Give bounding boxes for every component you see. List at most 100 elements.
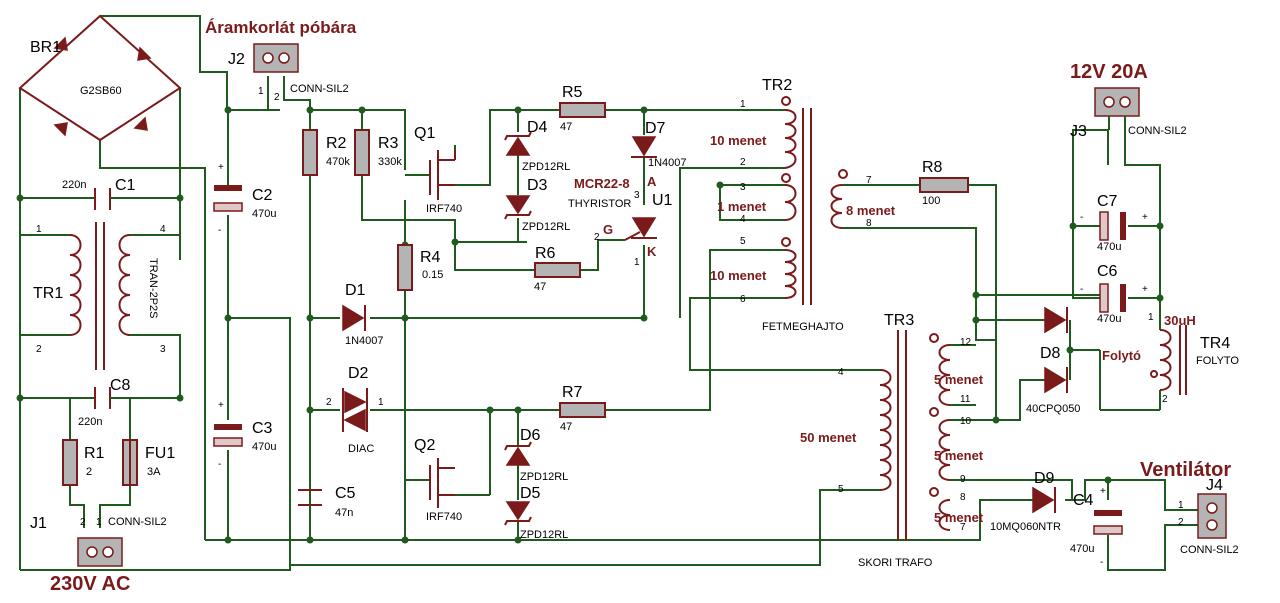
svg-text:D2: D2 [348, 365, 369, 382]
svg-text:D3: D3 [527, 177, 548, 194]
svg-text:100: 100 [922, 195, 940, 207]
svg-text:2: 2 [80, 517, 86, 528]
diode-d9: D9 10MQ060NTR [990, 470, 1061, 533]
svg-text:C5: C5 [335, 485, 356, 502]
svg-text:5: 5 [838, 484, 844, 495]
svg-text:D1: D1 [345, 282, 366, 299]
current-limit-label: Áramkorlát póbára [205, 18, 357, 37]
fu1-value: 3A [147, 466, 161, 478]
svg-text:5: 5 [740, 236, 746, 247]
svg-text:ZPD12RL: ZPD12RL [520, 471, 568, 483]
resistor-r3: R3 330k [354, 129, 402, 176]
svg-text:30uH: 30uH [1164, 313, 1196, 328]
c2-value: 470u [252, 208, 276, 220]
j1-value: CONN-SIL2 [108, 516, 167, 528]
svg-text:Q1: Q1 [414, 125, 435, 142]
svg-text:D9: D9 [1034, 470, 1055, 487]
tr1-ref: TR1 [33, 285, 63, 302]
j2-value: CONN-SIL2 [290, 83, 349, 95]
svg-text:5 menet: 5 menet [934, 372, 984, 387]
zener-d3: D3 ZPD12RL ZPD12RL [504, 161, 570, 233]
svg-text:470u: 470u [1097, 313, 1121, 325]
svg-text:R5: R5 [562, 84, 583, 101]
c3-ref: C3 [252, 420, 273, 437]
capacitor-c3: C3 470u + - [213, 400, 276, 470]
svg-text:470u: 470u [1070, 543, 1094, 555]
svg-text:U1: U1 [652, 192, 673, 209]
svg-text:CONN-SIL2: CONN-SIL2 [1180, 544, 1239, 556]
svg-text:-: - [1100, 557, 1103, 568]
svg-text:Folytó: Folytó [1102, 348, 1141, 363]
svg-text:1: 1 [36, 224, 42, 235]
svg-text:D4: D4 [527, 119, 548, 136]
mains-label: 230V AC [50, 573, 130, 595]
svg-text:330k: 330k [378, 156, 402, 168]
fuse-fu1: FU1 3A [122, 439, 175, 486]
svg-text:G: G [603, 222, 613, 237]
junction-dots [16, 106, 1164, 544]
svg-text:7: 7 [960, 522, 966, 533]
svg-text:-: - [1080, 284, 1083, 295]
tr1-value: TRAN-2P2S [147, 258, 159, 319]
svg-text:4: 4 [160, 224, 166, 235]
capacitor-c4: C4 470u + - [1070, 486, 1123, 568]
svg-text:A: A [647, 174, 657, 189]
svg-text:0.15: 0.15 [422, 269, 443, 281]
svg-text:IRF740: IRF740 [426, 511, 462, 523]
svg-text:+: + [218, 400, 224, 411]
svg-text:ZPD12RL: ZPD12RL [522, 161, 570, 173]
svg-text:Q2: Q2 [414, 437, 435, 454]
capacitor-c7: C7 470u - + [1080, 193, 1148, 253]
svg-text:+: + [218, 162, 224, 173]
svg-text:1: 1 [1178, 500, 1184, 511]
svg-text:470k: 470k [326, 156, 350, 168]
svg-text:40CPQ050: 40CPQ050 [1026, 403, 1080, 415]
svg-text:-: - [1080, 212, 1083, 223]
c3-value: 470u [252, 441, 276, 453]
diode-d7: D7 1N4007 [631, 120, 687, 169]
svg-text:1: 1 [378, 397, 384, 408]
svg-text:47: 47 [560, 121, 572, 133]
svg-text:11: 11 [960, 394, 971, 405]
svg-text:D6: D6 [520, 427, 541, 444]
br1-ref: BR1 [30, 39, 61, 56]
zener-d4: D4 [504, 119, 548, 156]
c8-value: 220n [78, 416, 102, 428]
svg-text:1: 1 [740, 99, 746, 110]
svg-text:1N4007: 1N4007 [648, 157, 687, 169]
svg-text:8 menet: 8 menet [846, 203, 896, 218]
inductor-tr4: 30uH TR4 FOLYTO Folytó 1 2 [1102, 298, 1239, 410]
resistor-r7: R7 47 [559, 384, 606, 433]
c1-ref: C1 [115, 177, 136, 194]
svg-text:C6: C6 [1097, 263, 1118, 280]
transformer-tr1: TR1 TRAN-2P2S 1 2 4 3 [33, 222, 166, 370]
svg-text:4: 4 [838, 367, 844, 378]
svg-text:50 menet: 50 menet [800, 430, 857, 445]
resistor-r8: R8 100 [919, 159, 969, 207]
svg-text:+: + [1142, 212, 1148, 223]
svg-text:5 menet: 5 menet [934, 448, 984, 463]
svg-text:7: 7 [866, 175, 872, 186]
svg-text:R2: R2 [326, 135, 347, 152]
svg-text:R8: R8 [922, 159, 943, 176]
br1-value: G2SB60 [80, 85, 122, 97]
thyristor-u1: U1 MCR22-8 THYRISTOR A G K 3 2 1 [568, 174, 673, 268]
capacitor-c2: C2 470u + - [213, 162, 276, 236]
svg-text:D5: D5 [520, 485, 541, 502]
svg-text:1N4007: 1N4007 [345, 335, 384, 347]
capacitor-c5: C5 47n [298, 485, 356, 540]
mosfet-q1: Q1 IRF740 [414, 125, 462, 215]
diode-d8: D8 40CPQ050 [1026, 306, 1080, 415]
output-label: 12V 20A [1070, 61, 1148, 83]
resistor-r1: R1 2 [62, 439, 105, 486]
svg-text:1: 1 [1148, 312, 1154, 323]
svg-text:TR2: TR2 [762, 77, 792, 94]
svg-text:3: 3 [634, 190, 640, 201]
capacitor-c8: C8 220n [78, 377, 131, 428]
zener-d5: D5 ZPD12RL [504, 485, 568, 541]
wires [19, 15, 1200, 571]
svg-text:8: 8 [960, 492, 966, 503]
resistor-r4: R4 0.15 [397, 244, 443, 291]
svg-text:5 menet: 5 menet [934, 510, 984, 525]
svg-text:D8: D8 [1040, 345, 1061, 362]
